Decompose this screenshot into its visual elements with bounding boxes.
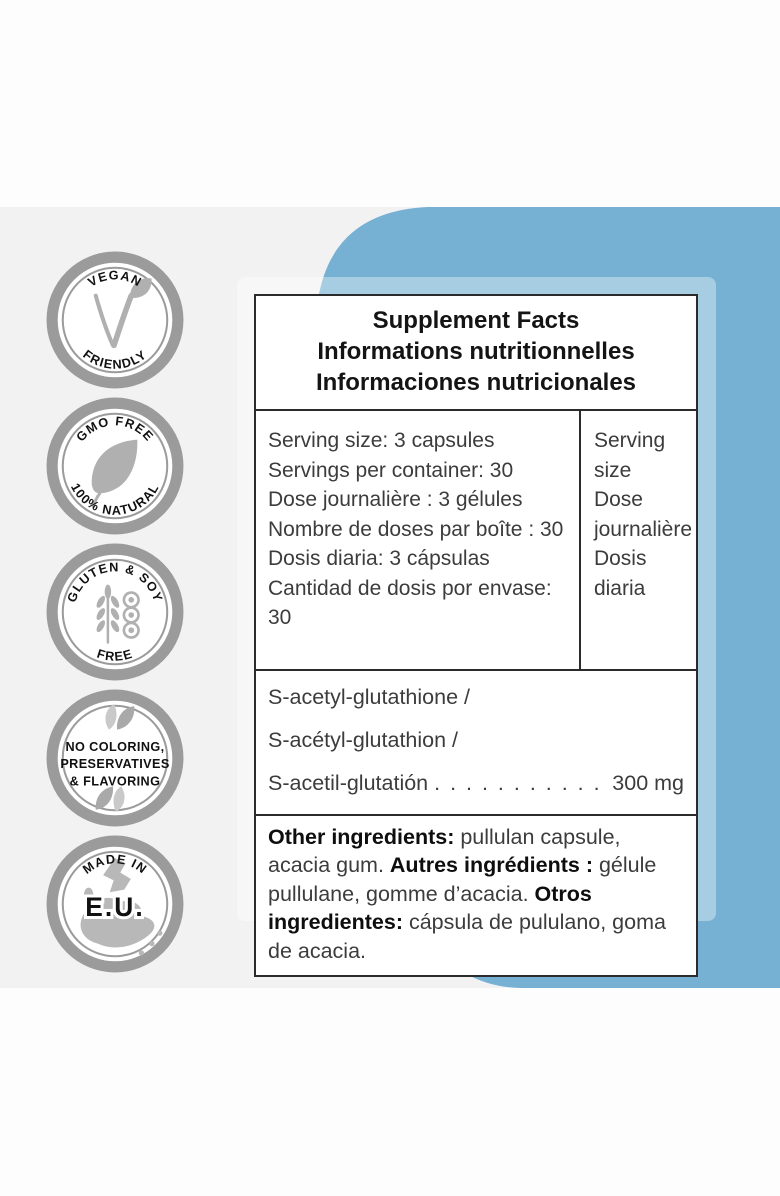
serving-header-line: Serving xyxy=(593,429,666,452)
badge-bottom-text: FREE xyxy=(95,647,133,664)
ingredient-amount-row: S-acetil-glutatión . . . . . . . . . . .… xyxy=(268,762,684,805)
vegan-v-leaf-icon xyxy=(93,278,152,349)
badge-no-additives: NO COLORING, PRESERVATIVES & FLAVORING xyxy=(46,689,184,827)
serving-line: Servings per container: 30 xyxy=(268,458,514,482)
title-en: Supplement Facts xyxy=(372,307,580,334)
supplement-facts-table: Supplement Facts Informations nutritionn… xyxy=(254,294,698,977)
serving-header-line: Dose xyxy=(593,488,643,511)
badge-vegan-friendly: VEGAN FRIENDLY xyxy=(46,251,184,389)
svg-text:VEGAN: VEGAN xyxy=(86,268,145,289)
serving-line: Dosis diaria: 3 cápsulas xyxy=(268,547,490,570)
title-es: Informaciones nutricionales xyxy=(315,369,637,396)
ingredient-name-fr: S-acétyl-glutathion / xyxy=(268,727,459,752)
badge-gmo-free: GMO FREE 100% NATURAL xyxy=(46,397,184,535)
certification-badges: VEGAN FRIENDLY GMO FREE 100% NATURAL xyxy=(44,249,186,975)
badge-gluten-soy-free: GLUTEN & SOY FREE xyxy=(46,543,184,681)
ingredient-name-es: S-acetil-glutatión xyxy=(268,770,429,795)
badge-line-1: NO COLORING, xyxy=(65,740,164,754)
serving-line: Nombre de doses par boîte : 30 xyxy=(268,517,564,541)
ingredient-name-en: S-acetyl-glutathione / xyxy=(268,684,470,709)
serving-line: Dose journalière : 3 gélules xyxy=(268,488,523,511)
serving-values-column: Serving size: 3 capsules Servings per co… xyxy=(256,411,581,669)
dot-leader: . . . . . . . . . . . . . . . . . . xyxy=(434,770,606,795)
svg-text:FREE: FREE xyxy=(95,647,135,664)
serving-line: Serving size: 3 capsules xyxy=(268,429,495,452)
serving-header-line: Dosis xyxy=(593,547,647,570)
badge-line-3: & FLAVORING xyxy=(70,774,161,788)
serving-section: Serving size: 3 capsules Servings per co… xyxy=(256,411,696,671)
eu-map-icon xyxy=(80,857,163,956)
serving-header-line: diaria xyxy=(593,576,646,600)
active-ingredient-section: S-acetyl-glutathione / S-acétyl-glutathi… xyxy=(256,671,696,816)
title-fr: Informations nutritionnelles xyxy=(317,338,635,365)
facts-title: Supplement Facts Informations nutritionn… xyxy=(256,296,696,411)
natural-leaf-icon xyxy=(91,439,138,509)
badge-line-2: PRESERVATIVES xyxy=(60,757,169,771)
badge-top-text: VEGAN xyxy=(86,268,144,289)
serving-line: Cantidad de dosis por envase: 30 xyxy=(268,576,552,630)
other-ingredients-section: Other ingredients: pullulan capsule, aca… xyxy=(268,824,666,963)
wheat-and-soy-icon xyxy=(96,584,140,644)
serving-header-column: Serving size Dose journalière Dosis diar… xyxy=(581,411,696,669)
eu-label: E.U. xyxy=(85,892,144,922)
leaf-pair-icon xyxy=(95,704,135,812)
ingredient-amount: 300 mg xyxy=(612,770,684,795)
badge-made-in-eu: E.U. MADE IN xyxy=(46,835,184,973)
serving-header-line: size xyxy=(593,458,632,482)
serving-header-line: journalière xyxy=(593,517,692,541)
